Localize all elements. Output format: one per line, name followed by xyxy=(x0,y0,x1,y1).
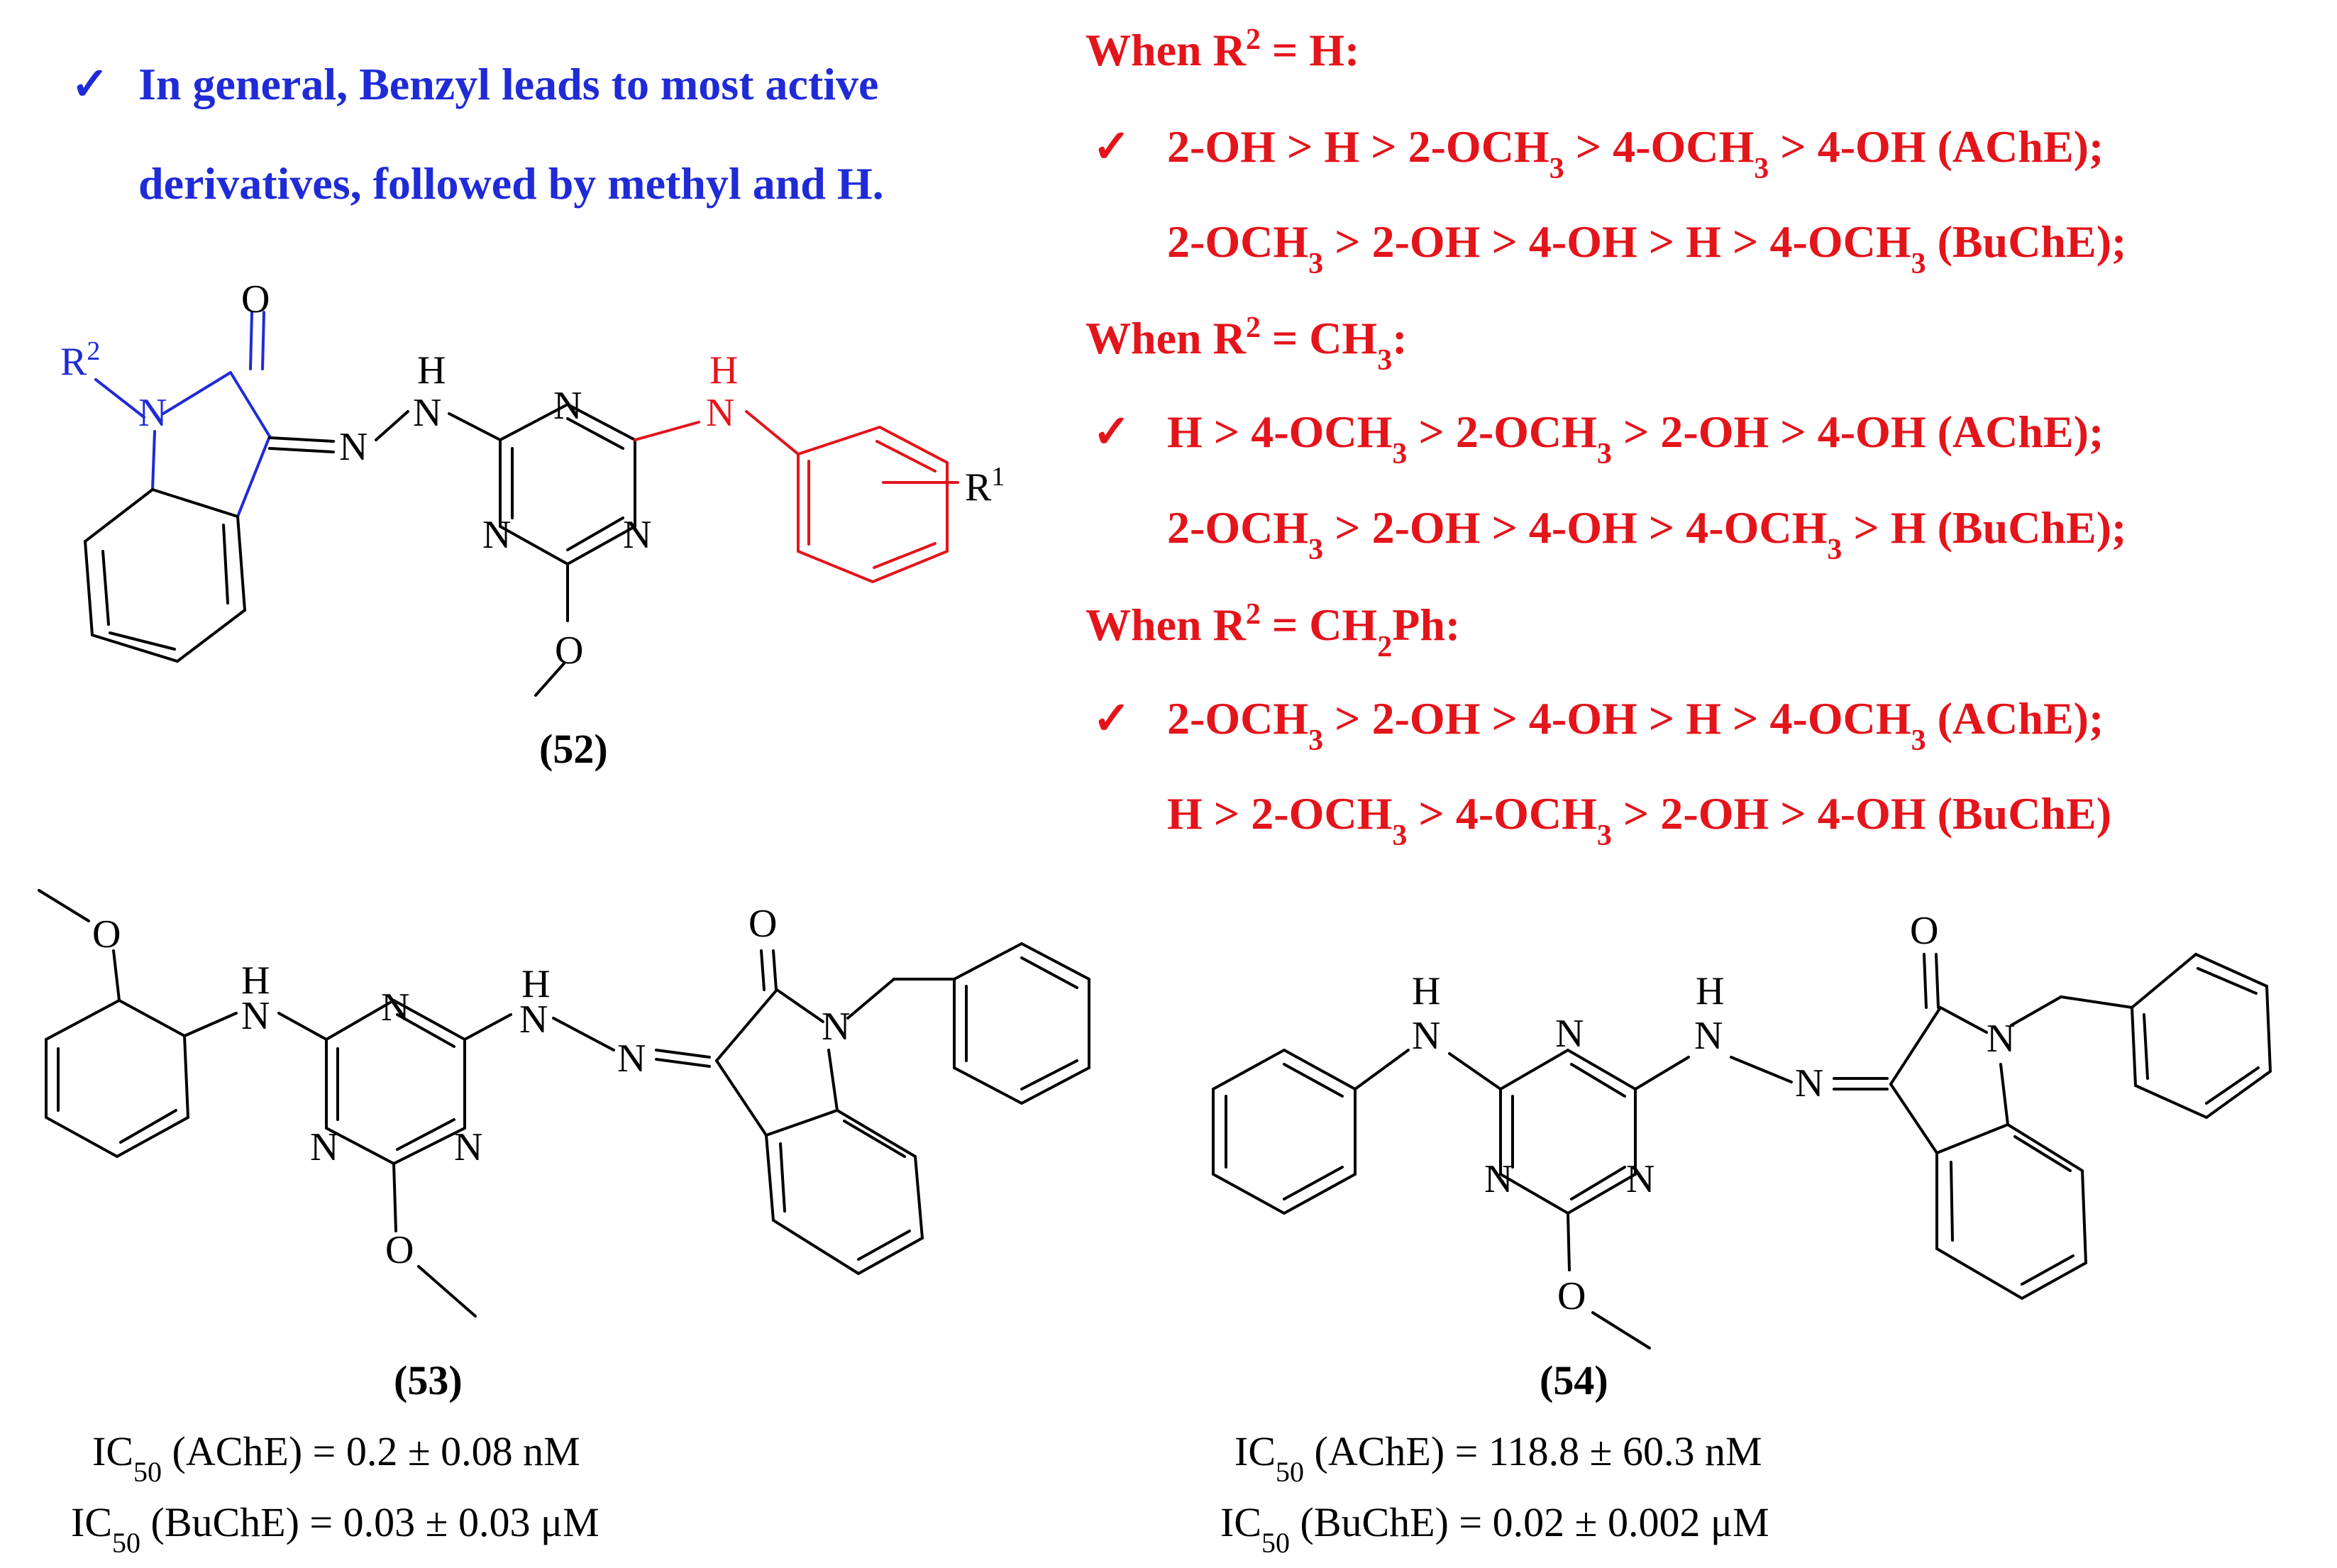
atom-n: N xyxy=(381,985,409,1029)
atom-n: N xyxy=(1555,1012,1584,1056)
atom-o: O xyxy=(1557,1274,1586,1318)
order-ache-r2-h: 2-OH > H > 2-OCH3 > 4-OCH3 > 4-OH (AChE)… xyxy=(1167,121,2104,185)
atom-h: H xyxy=(709,348,738,392)
atom-n: N xyxy=(1795,1061,1823,1105)
atom-o: O xyxy=(92,912,121,956)
heading-r2-ch3: When R2 = CH3: xyxy=(1085,311,1408,377)
order-buche-r2-h: 2-OCH3 > 2-OH > 4-OH > H > 4-OCH3 (BuChE… xyxy=(1167,216,2126,280)
check-icon: ✓ xyxy=(71,59,109,109)
atom-o: O xyxy=(555,629,583,673)
atom-o: O xyxy=(241,277,270,321)
check-icon: ✓ xyxy=(1093,121,1131,172)
compound-label-53: (53) xyxy=(394,1357,463,1403)
atom-n: N xyxy=(1412,1014,1440,1058)
atom-n: N xyxy=(413,391,441,435)
order-ache-r2-ch3: H > 4-OCH3 > 2-OCH3 > 2-OH > 4-OH (AChE)… xyxy=(1167,407,2104,470)
atom-n: N xyxy=(1987,1017,2015,1061)
atom-o: O xyxy=(385,1228,414,1272)
atom-n: N xyxy=(623,513,651,557)
general-note: ✓ In general, Benzyl leads to most activ… xyxy=(71,59,884,209)
ic50-buche-53: IC50 (BuChE) = 0.03 ± 0.03 μM xyxy=(71,1499,600,1559)
atom-o: O xyxy=(748,902,777,946)
order-buche-r2-ch3: 2-OCH3 > 2-OH > 4-OH > 4-OCH3 > H (BuChE… xyxy=(1167,502,2126,566)
atom-h: H xyxy=(241,959,270,1003)
isatin-core xyxy=(94,311,271,518)
atom-h: H xyxy=(521,962,550,1006)
check-icon: ✓ xyxy=(1093,693,1131,744)
atom-n: N xyxy=(706,391,734,435)
atom-n: N xyxy=(617,1037,646,1081)
atom-r: R1 xyxy=(965,462,1005,509)
compound-label-54: (54) xyxy=(1540,1357,1608,1403)
atom-n: N xyxy=(454,1125,482,1169)
aniline-red xyxy=(634,410,959,584)
scaffold-52 xyxy=(83,402,636,697)
structure-52: N R2 O N H N N N N O H N R1 (52) xyxy=(60,277,1005,772)
atom-h: H xyxy=(417,348,446,392)
atom-h: H xyxy=(1696,969,1724,1013)
atom-h: H xyxy=(1412,969,1440,1013)
order-buche-r2-ch2ph: H > 2-OCH3 > 4-OCH3 > 2-OH > 4-OH (BuChE… xyxy=(1167,788,2111,852)
heading-r2-ch2ph: When R2 = CH2Ph: xyxy=(1085,598,1460,663)
compound-label-52: (52) xyxy=(539,726,608,772)
atom-n: N xyxy=(482,513,511,557)
sar-rules: When R2 = H: ✓ 2-OH > H > 2-OCH3 > 4-OCH… xyxy=(1085,23,2126,852)
ic50-ache-54: IC50 (AChE) = 118.8 ± 60.3 nM xyxy=(1234,1428,1762,1488)
atom-n: N xyxy=(241,994,270,1038)
atom-r: R2 xyxy=(60,336,100,384)
atom-n: N xyxy=(553,384,582,428)
heading-r2-h: When R2 = H: xyxy=(1085,23,1359,75)
atom-n: N xyxy=(310,1125,338,1169)
atom-n: N xyxy=(1626,1157,1654,1201)
atom-n: N xyxy=(138,391,167,435)
atom-n: N xyxy=(822,1005,850,1049)
ic50-ache-53: IC50 (AChE) = 0.2 ± 0.08 nM xyxy=(92,1428,580,1488)
atom-n: N xyxy=(339,425,368,469)
order-ache-r2-ch2ph: 2-OCH3 > 2-OH > 4-OH > H > 4-OCH3 (AChE)… xyxy=(1167,693,2104,757)
ic50-buche-54: IC50 (BuChE) = 0.02 ± 0.002 μM xyxy=(1220,1499,1769,1559)
check-icon: ✓ xyxy=(1093,407,1131,457)
atom-n: N xyxy=(519,998,548,1042)
structure-54: H N N N N O H N N O N (54) IC50 (AChE) =… xyxy=(1212,909,2272,1559)
atom-n: N xyxy=(1484,1157,1513,1201)
structure-53: O H N N N N O H N N O N (53) IC50 (AChE)… xyxy=(38,889,1090,1559)
atom-n: N xyxy=(1694,1014,1723,1058)
note-line-1: In general, Benzyl leads to most active xyxy=(138,59,878,109)
atom-o: O xyxy=(1910,909,1938,953)
note-line-2: derivatives, followed by methyl and H. xyxy=(138,158,884,209)
